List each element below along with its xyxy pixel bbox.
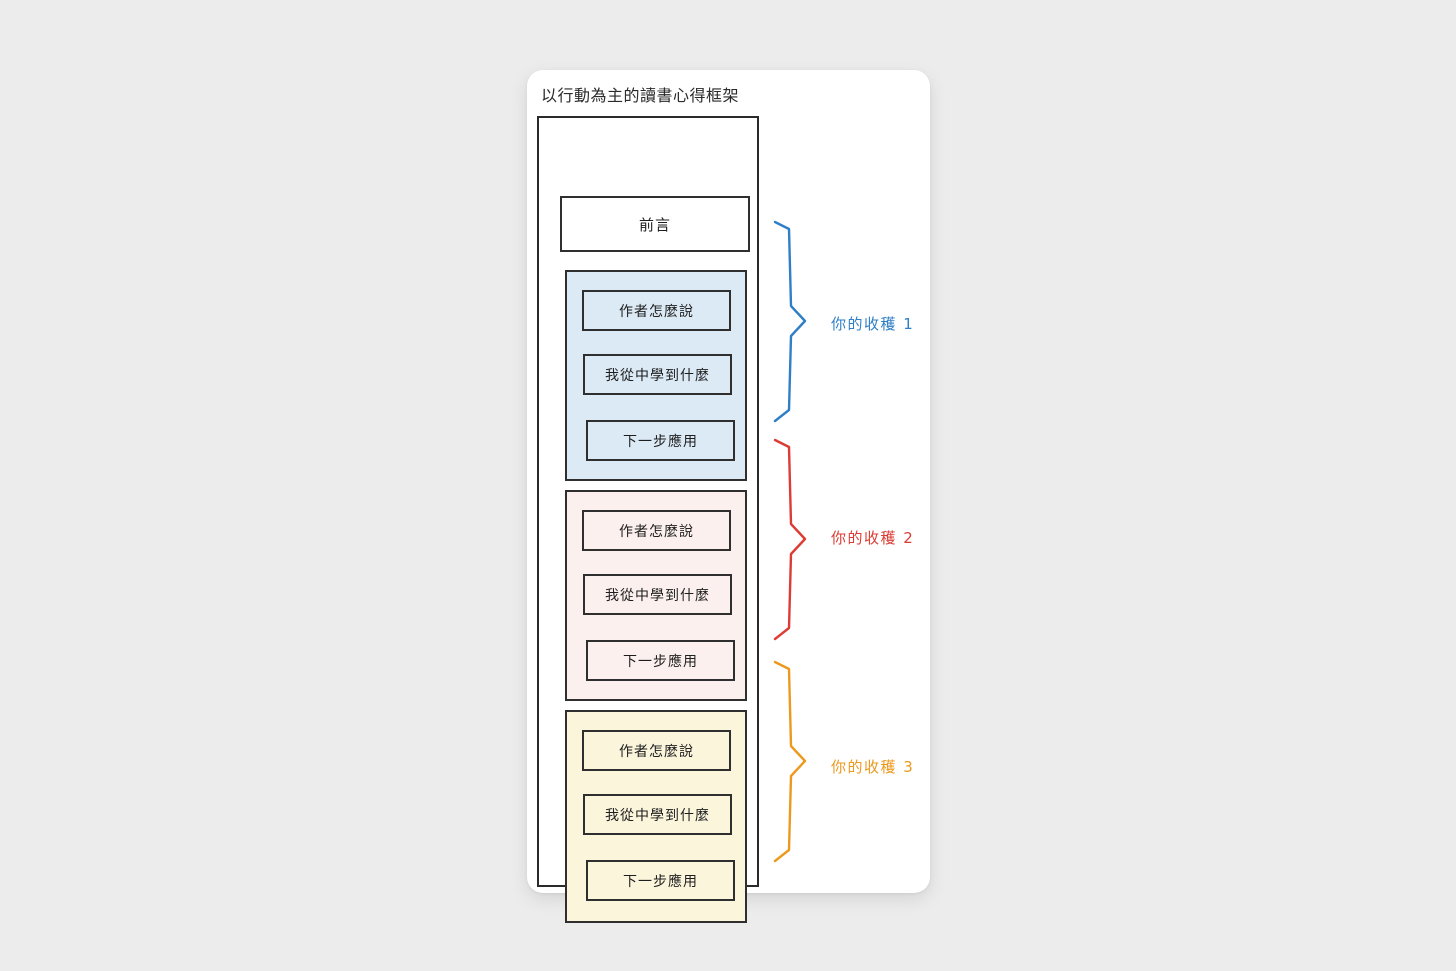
curly-brace-icon-1 <box>773 220 807 423</box>
harvest-1-brace-label: 你的收穫 1 <box>831 315 915 333</box>
harvest-2-brace-label: 你的收穫 2 <box>831 529 915 547</box>
harvest-1-item-author[interactable]: 作者怎麼說 <box>582 290 731 331</box>
harvest-3-item-author-label: 作者怎麼說 <box>619 743 694 760</box>
curly-brace-icon-2 <box>773 438 807 641</box>
harvest-1-item-next-step-label: 下一步應用 <box>623 433 698 450</box>
harvest-3-item-next-step[interactable]: 下一步應用 <box>586 860 735 901</box>
diagram-card: 以行動為主的讀書心得框架 前言 作者怎麼說 我從中學到什麼 下一步應用 作者怎麼… <box>527 70 930 923</box>
harvest-2-item-next-step-label: 下一步應用 <box>623 653 698 670</box>
harvest-3-brace-label: 你的收穫 3 <box>831 758 915 776</box>
harvest-section-3[interactable]: 作者怎麼說 我從中學到什麼 下一步應用 <box>565 710 747 923</box>
curly-brace-icon-3 <box>773 660 807 863</box>
harvest-2-item-author-label: 作者怎麼說 <box>619 523 694 540</box>
page-title: 以行動為主的讀書心得框架 <box>541 86 740 105</box>
harvest-3-item-next-step-label: 下一步應用 <box>623 873 698 890</box>
harvest-3-item-learned-label: 我從中學到什麼 <box>605 807 710 824</box>
harvest-1-item-author-label: 作者怎麼說 <box>619 303 694 320</box>
intro-box-label: 前言 <box>638 215 671 234</box>
harvest-1-item-learned[interactable]: 我從中學到什麼 <box>583 354 732 395</box>
harvest-3-item-learned[interactable]: 我從中學到什麼 <box>583 794 732 835</box>
harvest-2-item-learned[interactable]: 我從中學到什麼 <box>583 574 732 615</box>
diagram-outer-frame: 前言 作者怎麼說 我從中學到什麼 下一步應用 作者怎麼說 我從中學到什麼 下一步… <box>537 116 759 923</box>
harvest-3-item-author[interactable]: 作者怎麼說 <box>582 730 731 771</box>
harvest-section-2[interactable]: 作者怎麼說 我從中學到什麼 下一步應用 <box>565 490 747 701</box>
harvest-2-item-next-step[interactable]: 下一步應用 <box>586 640 735 681</box>
harvest-2-item-author[interactable]: 作者怎麼說 <box>582 510 731 551</box>
intro-box[interactable]: 前言 <box>560 196 750 252</box>
harvest-1-item-next-step[interactable]: 下一步應用 <box>586 420 735 461</box>
harvest-section-1[interactable]: 作者怎麼說 我從中學到什麼 下一步應用 <box>565 270 747 481</box>
harvest-1-item-learned-label: 我從中學到什麼 <box>605 367 710 384</box>
harvest-2-item-learned-label: 我從中學到什麼 <box>605 587 710 604</box>
